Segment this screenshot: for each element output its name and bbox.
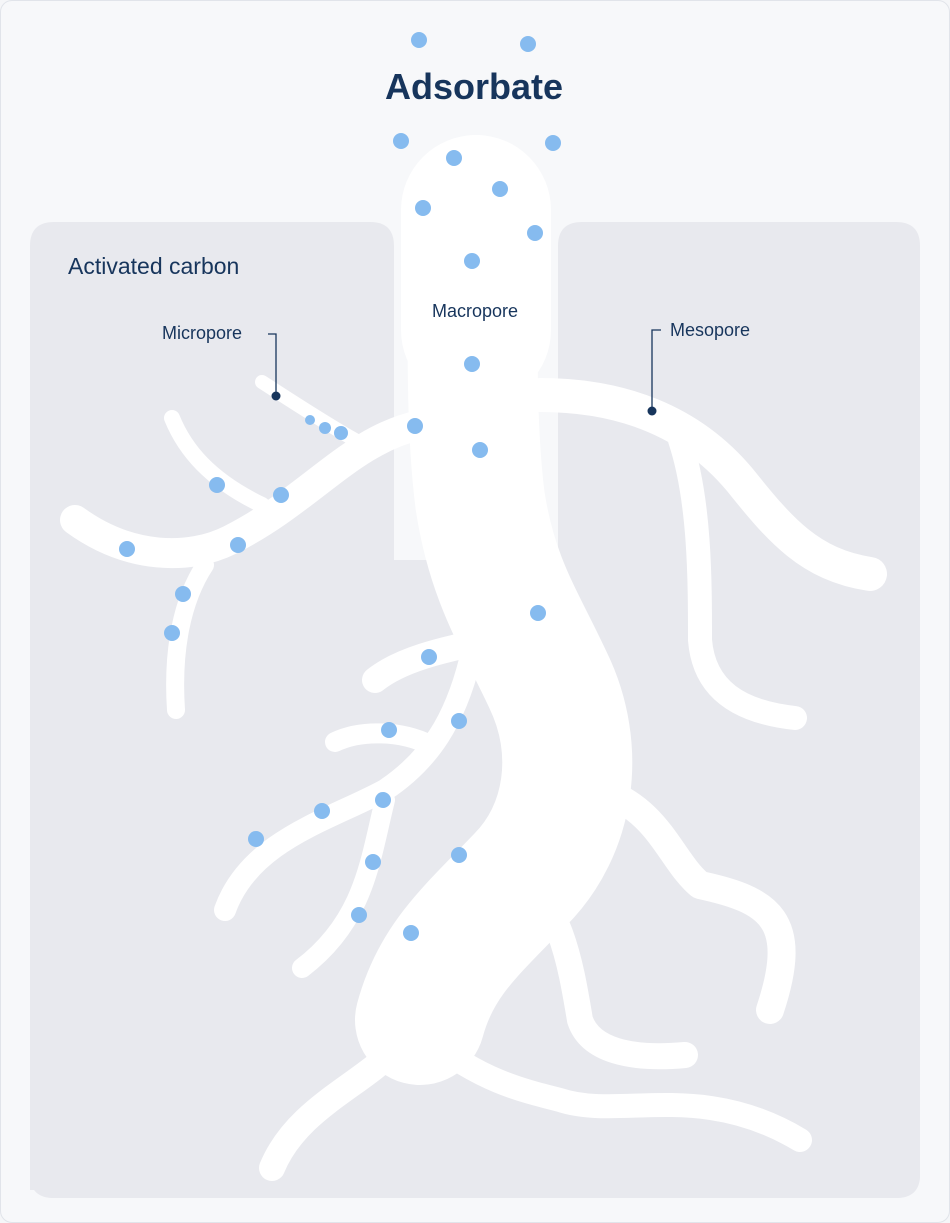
adsorbate-particle — [351, 907, 367, 923]
branch-left-tip-b — [166, 556, 214, 719]
adsorbate-particle — [530, 605, 546, 621]
branch-lower-right-a — [586, 776, 796, 1024]
adsorbate-particle — [464, 356, 480, 372]
adsorbate-particle — [365, 854, 381, 870]
adsorbate-particle — [407, 418, 423, 434]
adsorbate-particle — [175, 586, 191, 602]
label-activated-carbon: Activated carbon — [68, 253, 239, 279]
adsorbate-particle — [305, 415, 315, 425]
micropore-marker — [271, 391, 281, 401]
branch-lower-right-b — [497, 852, 698, 1070]
adsorbate-particle — [381, 722, 397, 738]
label-macropore: Macropore — [432, 301, 518, 321]
adsorbate-particle — [415, 200, 431, 216]
adsorbate-particle — [446, 150, 462, 166]
adsorbate-particle — [421, 649, 437, 665]
adsorbate-particle — [248, 831, 264, 847]
mesopore-branch — [523, 378, 887, 591]
adsorbate-particle — [451, 847, 467, 863]
adsorbate-particle — [520, 36, 536, 52]
branch-lower-c — [325, 723, 440, 755]
branch-lower-d — [292, 790, 395, 978]
adsorbate-particle — [119, 541, 135, 557]
mesopore-marker — [647, 406, 657, 416]
title-adsorbate: Adsorbate — [385, 66, 563, 107]
branch-bottom-a — [259, 1017, 423, 1181]
label-micropore: Micropore — [162, 323, 242, 343]
branch-left-tip-a — [164, 410, 270, 513]
adsorbate-particle — [411, 32, 427, 48]
adsorbate-particle — [393, 133, 409, 149]
adsorbate-particle — [314, 803, 330, 819]
adsorbate-particle — [464, 253, 480, 269]
micropore-leader — [268, 333, 277, 396]
adsorbate-particle — [403, 925, 419, 941]
label-mesopore: Mesopore — [670, 320, 750, 340]
mesopore-leader — [651, 329, 661, 410]
adsorbate-particle — [334, 426, 348, 440]
adsorbate-particle — [472, 442, 488, 458]
adsorbate-particle — [375, 792, 391, 808]
adsorbate-particles — [119, 32, 561, 941]
adsorbate-particle — [209, 477, 225, 493]
adsorbate-particle — [319, 422, 331, 434]
adsorbate-particle — [273, 487, 289, 503]
mesopore-sub-branch — [668, 428, 807, 730]
leader-lines — [268, 329, 661, 410]
branch-bottom-b — [418, 1028, 812, 1152]
adsorbate-particle — [451, 713, 467, 729]
adsorbate-particle — [527, 225, 543, 241]
adsorbate-particle — [545, 135, 561, 151]
adsorbate-particle — [230, 537, 246, 553]
adsorbate-particle — [164, 625, 180, 641]
adsorbate-particle — [492, 181, 508, 197]
